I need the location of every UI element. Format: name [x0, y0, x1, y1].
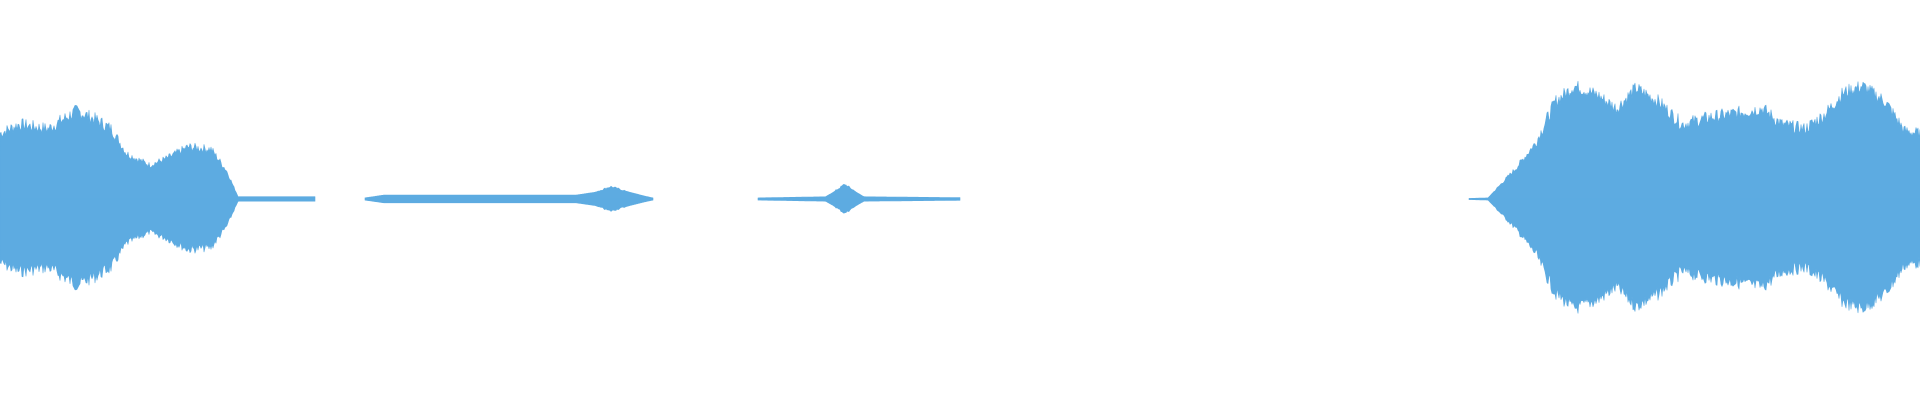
waveform-segment-murmur-1 [364, 185, 654, 212]
waveform-segment-burst-1 [0, 105, 316, 291]
waveform-shape-burst-2 [1468, 80, 1920, 314]
waveform-shape-burst-1 [0, 105, 316, 291]
waveform-segment-burst-2 [1468, 80, 1920, 314]
waveform-segment-murmur-2 [757, 184, 961, 214]
